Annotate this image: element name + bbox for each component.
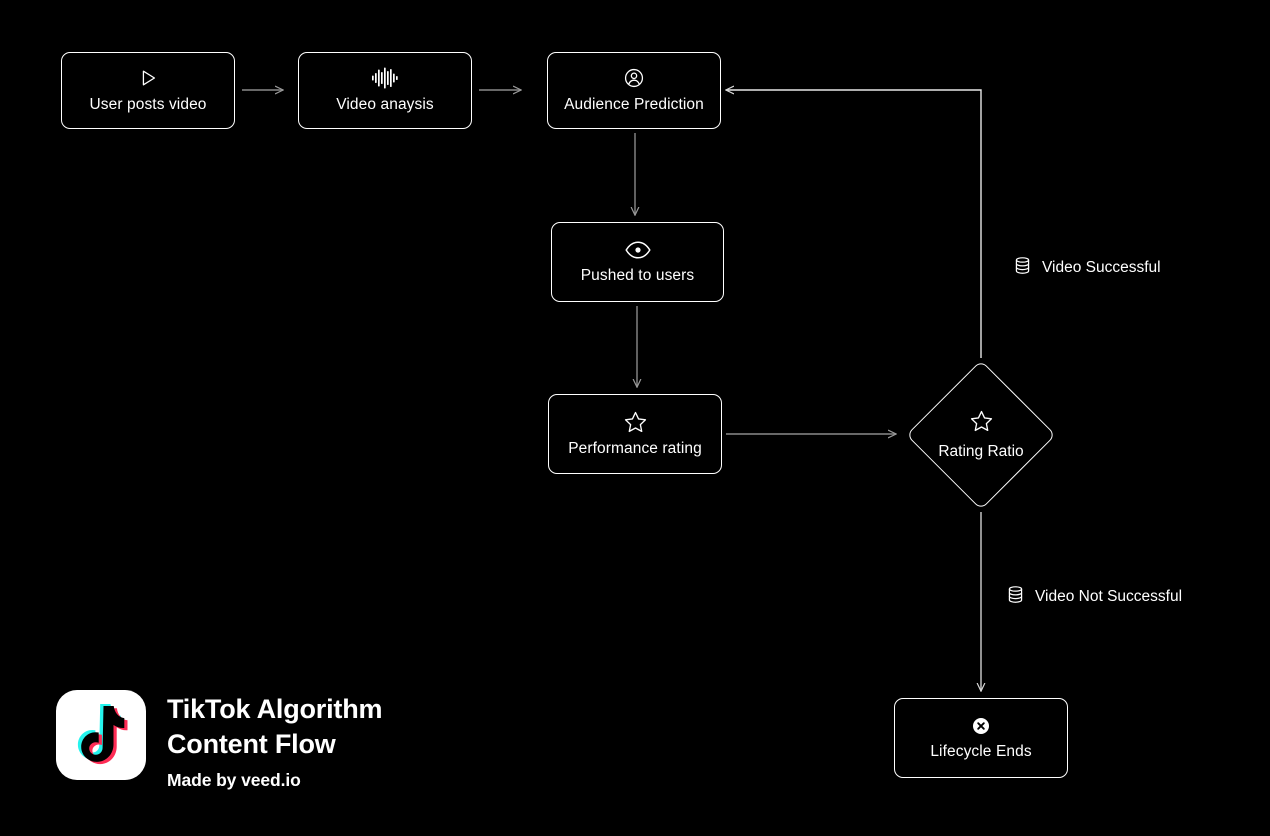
node-rating-ratio[interactable]: Rating Ratio [906, 360, 1056, 510]
edge-label-video-not-successful: Video Not Successful [1006, 585, 1182, 609]
diamond-content: Rating Ratio [906, 360, 1056, 510]
edge-label-text: Video Not Successful [1035, 588, 1183, 605]
star-icon [970, 410, 993, 437]
edge-rating-ratio-to-audience-success [726, 90, 982, 358]
node-label: Lifecycle Ends [930, 742, 1032, 760]
waveform-icon [372, 67, 398, 89]
edge-label-video-successful: Video Successful [1013, 256, 1161, 280]
node-performance-rating[interactable]: Performance rating [548, 394, 722, 474]
eye-icon [624, 240, 651, 260]
page-subtitle: Made by veed.io [167, 770, 301, 791]
node-label: Performance rating [568, 439, 702, 457]
node-video-analysis[interactable]: Video anaysis [298, 52, 472, 129]
node-label: Rating Ratio [938, 442, 1024, 460]
tiktok-logo [56, 690, 146, 780]
node-label: Video anaysis [336, 96, 434, 114]
node-label: Pushed to users [580, 266, 695, 284]
database-icon [1013, 256, 1032, 280]
node-label: Audience Prediction [564, 96, 704, 114]
branding-text: TikTok Algorithm Content Flow Made by ve… [167, 690, 383, 791]
node-label: User posts video [89, 96, 207, 114]
star-icon [624, 411, 647, 433]
node-audience-prediction[interactable]: Audience Prediction [547, 52, 721, 129]
node-user-posts-video[interactable]: User posts video [61, 52, 235, 129]
page-title-line-1: TikTok Algorithm [167, 694, 383, 724]
database-icon [1006, 585, 1025, 609]
page-title-line-2: Content Flow [167, 729, 336, 760]
node-lifecycle-ends[interactable]: Lifecycle Ends [894, 698, 1068, 778]
page-title: TikTok Algorithm Content Flow [167, 692, 383, 762]
branding-footer: TikTok Algorithm Content Flow Made by ve… [56, 690, 383, 791]
user-circle-icon [623, 67, 645, 89]
node-pushed-to-users[interactable]: Pushed to users [551, 222, 724, 302]
close-circle-icon [971, 716, 991, 736]
tiktok-note-icon [77, 704, 128, 765]
play-icon [137, 67, 159, 89]
edge-label-text: Video Successful [1042, 259, 1161, 276]
